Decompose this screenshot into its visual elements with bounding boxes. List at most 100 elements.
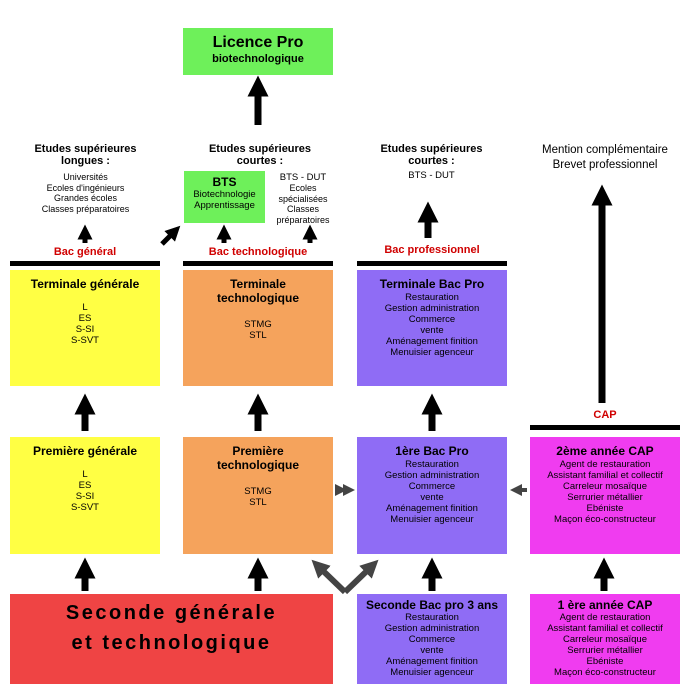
seconde-gt-line: et technologique	[71, 632, 272, 654]
terminale-generale-item: L	[82, 302, 88, 313]
bts-item: Apprentissage	[194, 200, 255, 211]
seconde-bacpro-item: Gestion administration	[384, 623, 480, 634]
cap2-item: Assistant familial et collectif	[547, 470, 663, 481]
arrow-v-left	[311, 559, 348, 595]
cap2-item: Agent de restauration	[559, 459, 651, 470]
bts-dut-list: BTS - DUT Ecoles spécialisées Classes pr…	[266, 172, 340, 225]
cap2-item: Carreleur mosaïque	[563, 481, 647, 492]
premiere-bacpro-title: 1ère Bac Pro	[395, 444, 469, 458]
bts-title: BTS	[212, 175, 237, 189]
licence-pro-box: Licence Pro biotechnologique	[183, 28, 333, 75]
arrow-v-right	[342, 559, 379, 595]
premiere-bacpro-item: Aménagement finition	[386, 503, 478, 514]
seconde-bacpro-item: Commerce	[408, 634, 456, 645]
premiere-bacpro-item: Menuisier agenceur	[390, 514, 474, 525]
terminale-bacpro-item: Aménagement finition	[386, 336, 478, 347]
premiere-generale-item: L	[82, 469, 88, 480]
cap1-box: 1 ère année CAP Agent de restauration As…	[530, 594, 680, 684]
premiere-generale-item: S-SI	[75, 491, 95, 502]
terminale-generale-item: ES	[78, 313, 92, 324]
seconde-bacpro-box: Seconde Bac pro 3 ans Restauration Gesti…	[357, 594, 507, 684]
cap1-title: 1 ère année CAP	[557, 598, 653, 612]
terminale-bacpro-item: Commerce	[408, 314, 456, 325]
cap1-item: Carreleur mosaïque	[563, 634, 647, 645]
terminale-techno-title: Terminale technologique	[217, 277, 299, 305]
premiere-techno-item: STL	[249, 497, 267, 508]
seconde-bacpro-item: vente	[420, 645, 444, 656]
cap1-item: Serrurier métallier	[567, 645, 643, 656]
bts-box: BTS Biotechnologie Apprentissage	[184, 171, 265, 223]
etudes-longues-item: Ecoles d'ingénieurs	[46, 182, 125, 193]
terminale-techno-item: STL	[249, 330, 267, 341]
terminale-bacpro-item: Restauration	[405, 292, 459, 303]
etudes-longues-title: Etudes supérieures longues :	[34, 143, 137, 167]
terminale-generale-title: Terminale générale	[30, 277, 140, 291]
bac-professionnel-bar	[357, 261, 507, 266]
premiere-generale-title: Première générale	[32, 444, 138, 458]
mention-line: Mention complémentaire	[542, 144, 668, 156]
seconde-gt-box: Seconde générale et technologique	[10, 594, 333, 684]
seconde-bacpro-item: Menuisier agenceur	[390, 667, 474, 678]
terminale-techno-box: Terminale technologique STMG STL	[183, 270, 333, 386]
licence-pro-subtitle: biotechnologique	[212, 53, 304, 65]
licence-pro-title: Licence Pro	[212, 34, 304, 51]
terminale-bacpro-item: vente	[420, 325, 444, 336]
terminale-generale-box: Terminale générale L ES S-SI S-SVT	[10, 270, 160, 386]
cap1-item: Ebéniste	[586, 656, 624, 667]
premiere-bacpro-item: vente	[420, 492, 444, 503]
etudes-longues-item: Classes préparatoires	[41, 203, 130, 214]
terminale-bacpro-item: Gestion administration	[384, 303, 480, 314]
bac-general-label: Bac général	[53, 246, 117, 258]
bts-dut-item: Classes	[286, 204, 319, 214]
seconde-gt-line: Seconde générale	[65, 602, 278, 624]
cap-label: CAP	[593, 409, 617, 421]
bts-dut-item: préparatoires	[276, 214, 330, 225]
premiere-bacpro-item: Restauration	[405, 459, 459, 470]
etudes-longues-item: Universités	[63, 172, 108, 182]
seconde-bacpro-item: Aménagement finition	[386, 656, 478, 667]
etudes-longues-list: Universités Ecoles d'ingénieurs Grandes …	[18, 172, 153, 214]
seconde-bacpro-item: Restauration	[405, 612, 459, 623]
cap-bar	[530, 425, 680, 430]
seconde-bacpro-title: Seconde Bac pro 3 ans	[365, 598, 499, 612]
premiere-generale-item: S-SVT	[71, 502, 99, 513]
premiere-generale-box: Première générale L ES S-SI S-SVT	[10, 437, 160, 554]
premiere-techno-item: STMG	[244, 486, 272, 497]
etudes-courtes-tech-title: Etudes supérieures courtes :	[208, 143, 312, 167]
terminale-bacpro-title: Terminale Bac Pro	[379, 277, 485, 291]
cap1-item: Maçon éco-constructeur	[554, 667, 656, 678]
premiere-techno-title: Première technologique	[217, 444, 299, 472]
bac-technologique-label: Bac technologique	[208, 246, 308, 258]
bac-technologique-bar	[183, 261, 333, 266]
mention-line: Brevet professionnel	[552, 159, 658, 171]
terminale-bacpro-box: Terminale Bac Pro Restauration Gestion a…	[357, 270, 507, 386]
bac-general-bar	[10, 261, 160, 266]
premiere-generale-item: ES	[78, 480, 92, 491]
etudes-courtes-pro-item: BTS - DUT	[408, 170, 455, 181]
bts-dut-item: spécialisées	[278, 193, 328, 204]
terminale-techno-item: STMG	[244, 319, 272, 330]
cap1-item: Agent de restauration	[559, 612, 651, 623]
cap2-item: Ebéniste	[586, 503, 624, 514]
premiere-bacpro-box: 1ère Bac Pro Restauration Gestion admini…	[357, 437, 507, 554]
etudes-courtes-pro-title: Etudes supérieures courtes :	[380, 143, 483, 167]
cap2-item: Serrurier métallier	[567, 492, 643, 503]
cap2-box: 2ème année CAP Agent de restauration Ass…	[530, 437, 680, 554]
cap2-item: Maçon éco-constructeur	[554, 514, 656, 525]
premiere-bacpro-item: Commerce	[408, 481, 456, 492]
bts-dut-title: BTS - DUT	[279, 172, 327, 183]
terminale-bacpro-item: Menuisier agenceur	[390, 347, 474, 358]
premiere-bacpro-item: Gestion administration	[384, 470, 480, 481]
cap1-item: Assistant familial et collectif	[547, 623, 663, 634]
arrow-diagonal-bts	[160, 225, 181, 246]
terminale-generale-item: S-SVT	[71, 335, 99, 346]
etudes-longues-item: Grandes écoles	[53, 193, 118, 203]
premiere-techno-box: Première technologique STMG STL	[183, 437, 333, 554]
bts-dut-item: Ecoles	[289, 183, 317, 193]
cap2-title: 2ème année CAP	[556, 444, 654, 458]
bts-item: Biotechnologie	[193, 189, 256, 200]
mention-complementaire: Mention complémentaire Brevet profession…	[530, 143, 680, 173]
bac-professionnel-label: Bac professionnel	[384, 244, 480, 256]
terminale-generale-item: S-SI	[75, 324, 95, 335]
